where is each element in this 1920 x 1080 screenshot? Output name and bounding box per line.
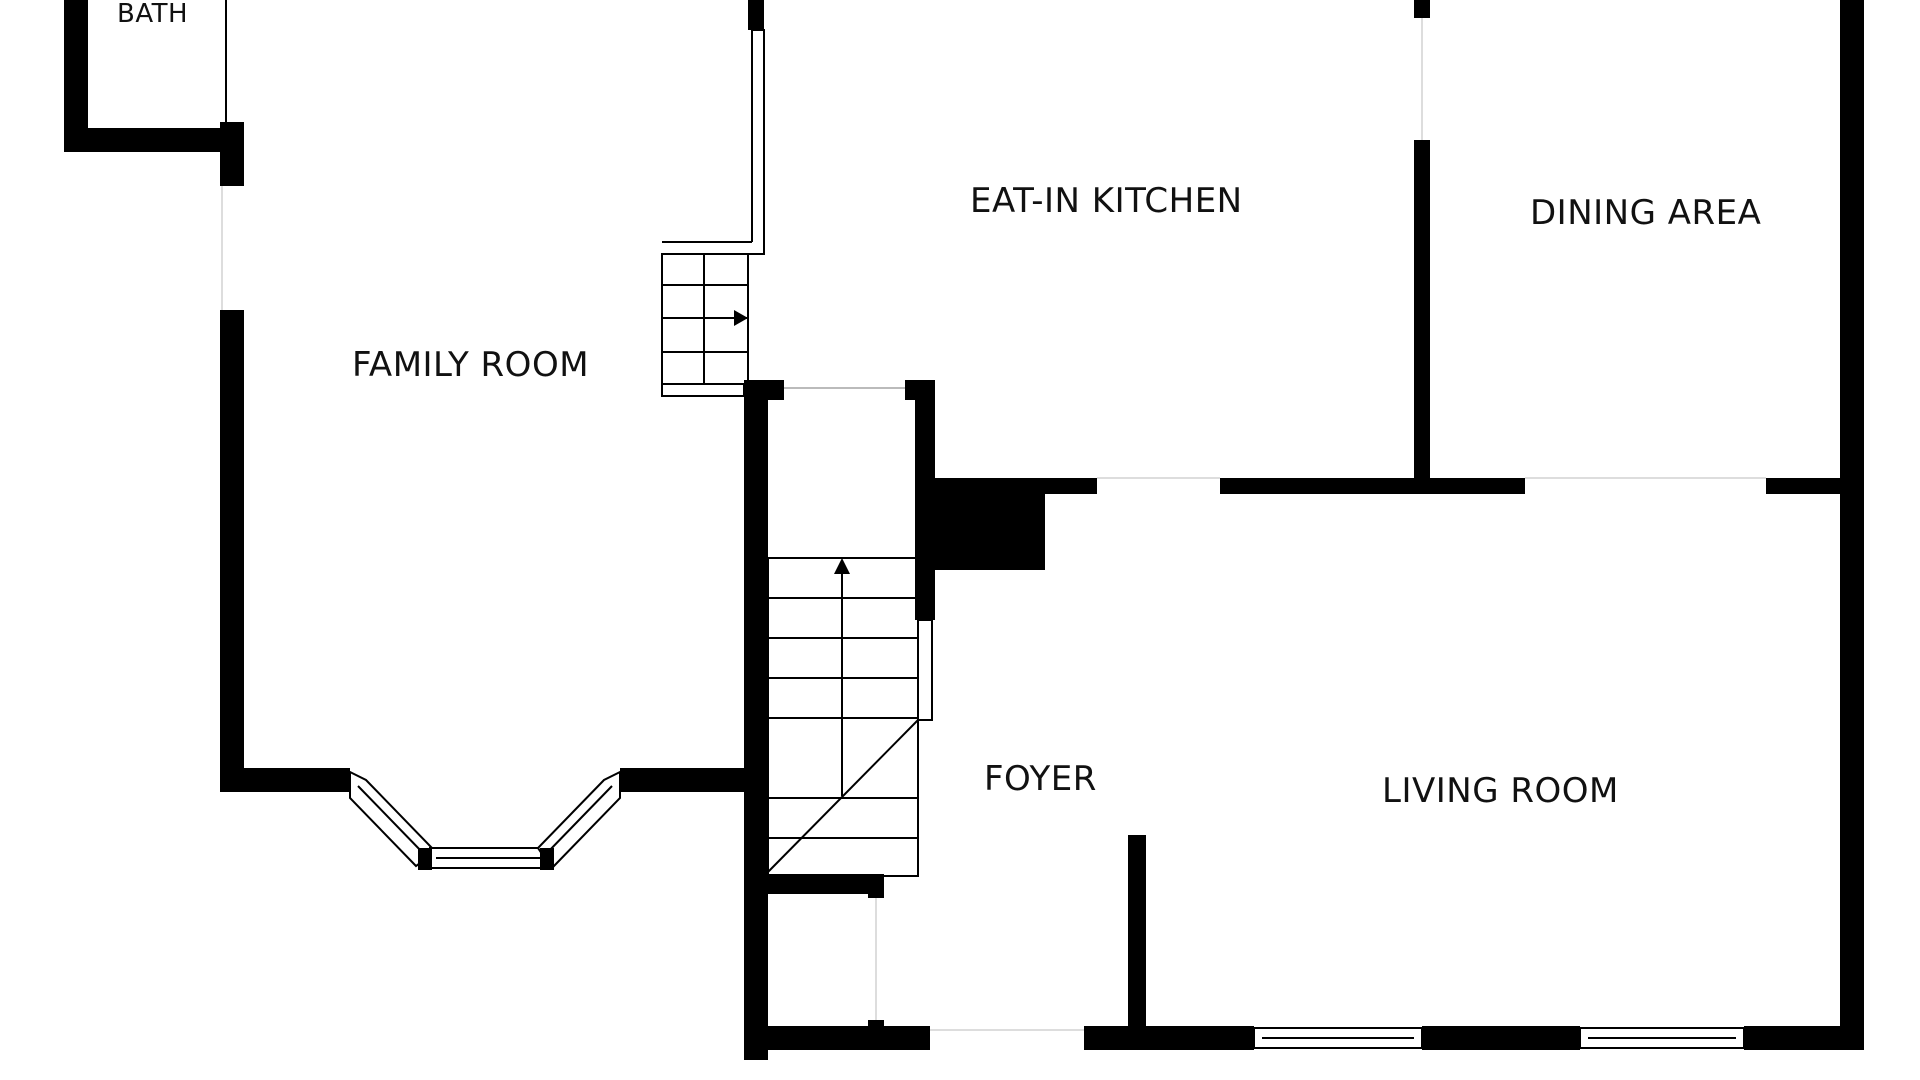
wall-kitchen-left-thin bbox=[662, 29, 765, 255]
room-label-family-room: FAMILY ROOM bbox=[352, 345, 589, 385]
room-label-eat-in-kitchen: EAT-IN KITCHEN bbox=[970, 181, 1243, 221]
walls bbox=[64, 0, 1864, 1060]
bay-window bbox=[349, 770, 621, 869]
wall-kitchen-dining-upper bbox=[1414, 0, 1430, 18]
bay-window-corner-left bbox=[418, 848, 432, 870]
wall-closet-top bbox=[744, 874, 884, 894]
wall-bath-bottom bbox=[64, 128, 244, 152]
bay-window-corner-right bbox=[540, 848, 554, 870]
window-living-2 bbox=[1579, 1027, 1745, 1049]
thin-elements bbox=[221, 0, 1766, 1049]
room-label-foyer: FOYER bbox=[984, 759, 1097, 799]
wall-kitchen-bottom-b bbox=[1220, 478, 1525, 494]
kitchen-step-base bbox=[661, 383, 745, 397]
wall-stair-top-left bbox=[744, 380, 784, 400]
wall-foyer-living bbox=[1128, 835, 1146, 1035]
bay-window-left-mid bbox=[357, 785, 425, 855]
wall-bath-right-lower bbox=[220, 122, 244, 186]
bay-window-right-mid bbox=[545, 785, 613, 855]
wall-kitchen-bottom-c bbox=[1766, 478, 1846, 494]
wall-bottom-c bbox=[1422, 1026, 1580, 1050]
wall-kitchen-top-stub bbox=[748, 0, 764, 30]
stair-railing bbox=[917, 619, 933, 721]
wall-kitchen-bottom-a bbox=[935, 478, 1097, 494]
wall-bottom-a bbox=[744, 1026, 930, 1050]
wall-family-bottom-left bbox=[220, 768, 350, 792]
wall-kitchen-dining-lower bbox=[1414, 140, 1430, 485]
wall-closet-right bbox=[868, 874, 884, 898]
wall-stair-right bbox=[915, 380, 935, 620]
wall-family-left bbox=[220, 310, 244, 790]
wall-stair-left bbox=[744, 380, 768, 1060]
room-label-dining-area: DINING AREA bbox=[1530, 193, 1761, 233]
stairs-up-arrow-icon bbox=[834, 558, 850, 574]
room-label-living-room: LIVING ROOM bbox=[1382, 771, 1619, 811]
room-label-bath: BATH bbox=[117, 0, 188, 29]
wall-bath-left bbox=[64, 0, 88, 150]
window-living-1 bbox=[1253, 1027, 1423, 1049]
wall-right-exterior bbox=[1840, 0, 1864, 1050]
stairs-right-arrow-icon bbox=[734, 310, 748, 326]
wall-family-bottom-right bbox=[620, 768, 750, 792]
wall-bottom-b bbox=[1084, 1026, 1254, 1050]
wall-bottom-d bbox=[1744, 1026, 1864, 1050]
bay-window-corners bbox=[418, 848, 554, 870]
